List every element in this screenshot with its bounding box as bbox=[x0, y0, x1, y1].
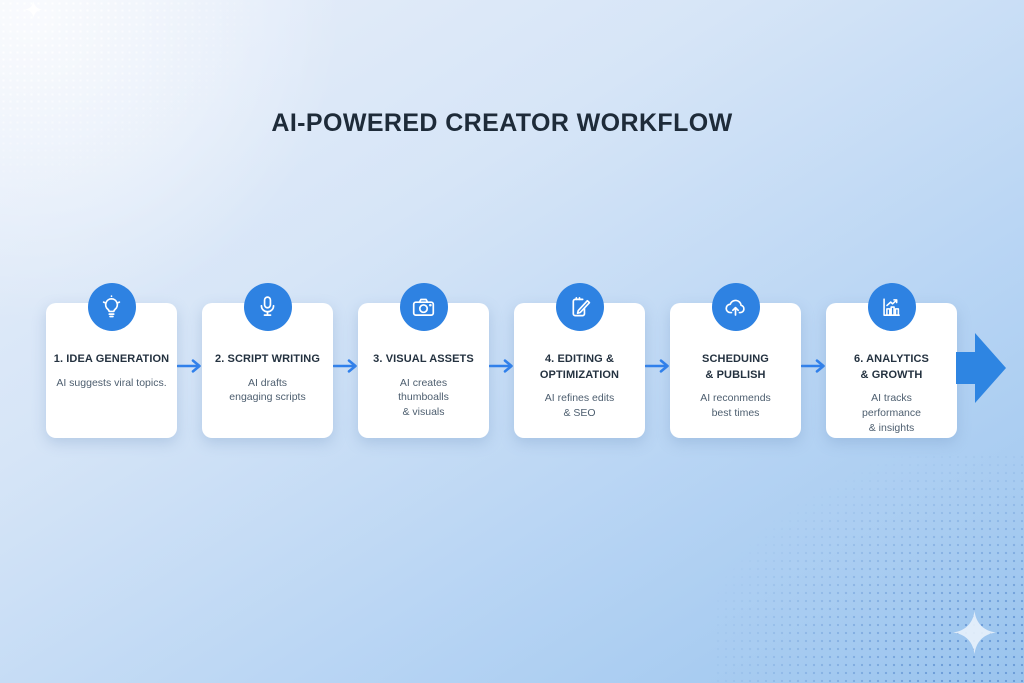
step-description: AI drafts engaging scripts bbox=[229, 376, 306, 404]
workflow-step-analytics-growth: 6. ANALYTICS & GROWTH AI tracks performa… bbox=[826, 283, 957, 443]
step-description: AI reconmends best times bbox=[700, 392, 771, 419]
step-badge bbox=[243, 283, 292, 331]
workflow-step-script-writing: 2. SCRIPT WRITING AI drafts engaging scr… bbox=[202, 283, 333, 443]
sparkle-icon bbox=[953, 611, 996, 654]
step-title: 4. EDITING & OPTIMIZATION bbox=[539, 353, 620, 381]
step-badge bbox=[399, 283, 448, 331]
step-title: 1. IDEA GENERATION bbox=[53, 353, 170, 365]
step-title: 2. SCRIPT WRITING bbox=[215, 353, 320, 365]
big-arrow-right-icon bbox=[956, 333, 1006, 403]
workflow-step-idea-generation: 1. IDEA GENERATION AI suggests viral top… bbox=[46, 283, 177, 443]
camera-icon bbox=[412, 298, 435, 316]
microphone-icon bbox=[260, 295, 275, 316]
sparkle-icon bbox=[25, 1, 42, 18]
step-title: 3. VISUAL ASSETS bbox=[373, 353, 474, 365]
workflow-step-scheduling-publish: SCHEDUING & PUBLISH AI reconmends best t… bbox=[670, 283, 801, 443]
step-badge bbox=[87, 283, 136, 331]
arrow-right-icon bbox=[645, 358, 670, 374]
step-title: SCHEDUING & PUBLISH bbox=[702, 353, 769, 381]
halftone-dots-top-left bbox=[0, 0, 260, 190]
step-description: AI creates thumboalls & visuals bbox=[398, 376, 449, 418]
step-card: 4. EDITING & OPTIMIZATION AI refines edi… bbox=[514, 303, 645, 438]
cloud-upload-icon bbox=[725, 299, 745, 316]
arrow-right-icon bbox=[801, 358, 826, 374]
lightbulb-icon bbox=[102, 294, 121, 317]
arrow-right-icon bbox=[333, 358, 358, 374]
step-description: AI refines edits & SEO bbox=[544, 392, 615, 419]
step-badge bbox=[711, 283, 760, 331]
analytics-icon bbox=[883, 297, 900, 316]
step-title: 6. ANALYTICS & GROWTH bbox=[854, 353, 929, 381]
step-badge bbox=[867, 283, 916, 331]
edit-note-icon bbox=[572, 296, 591, 316]
arrow-right-icon bbox=[177, 358, 202, 374]
workflow-step-visual-assets: 3. VISUAL ASSETS AI creates thumboalls &… bbox=[358, 283, 489, 443]
step-badge bbox=[555, 283, 604, 331]
arrow-right-icon bbox=[489, 358, 514, 374]
workflow-step-editing-optimization: 4. EDITING & OPTIMIZATION AI refines edi… bbox=[514, 283, 645, 443]
step-description: AI suggests viral topics. bbox=[56, 376, 167, 389]
workflow-row: 1. IDEA GENERATION AI suggests viral top… bbox=[46, 283, 957, 443]
page-title: AI-POWERED CREATOR WORKFLOW bbox=[271, 109, 733, 137]
step-description: AI tracks performance & insights bbox=[862, 392, 921, 434]
